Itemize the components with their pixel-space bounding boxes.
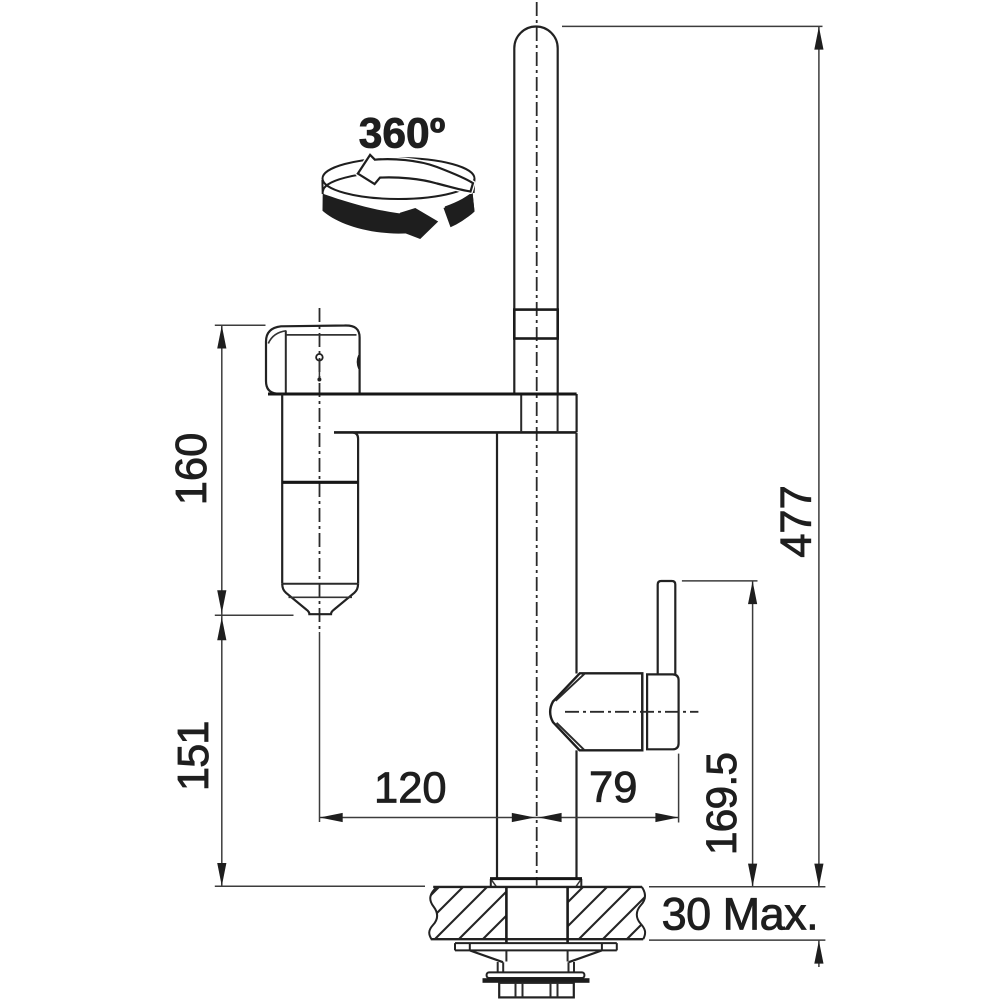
svg-text:477: 477 xyxy=(773,485,821,558)
svg-text:79: 79 xyxy=(589,764,637,812)
svg-text:120: 120 xyxy=(374,765,447,813)
svg-text:169.5: 169.5 xyxy=(699,753,746,855)
svg-text:360º: 360º xyxy=(359,111,445,158)
svg-text:160: 160 xyxy=(168,433,216,506)
svg-text:151: 151 xyxy=(170,722,218,792)
svg-text:30 Max.: 30 Max. xyxy=(662,888,819,939)
